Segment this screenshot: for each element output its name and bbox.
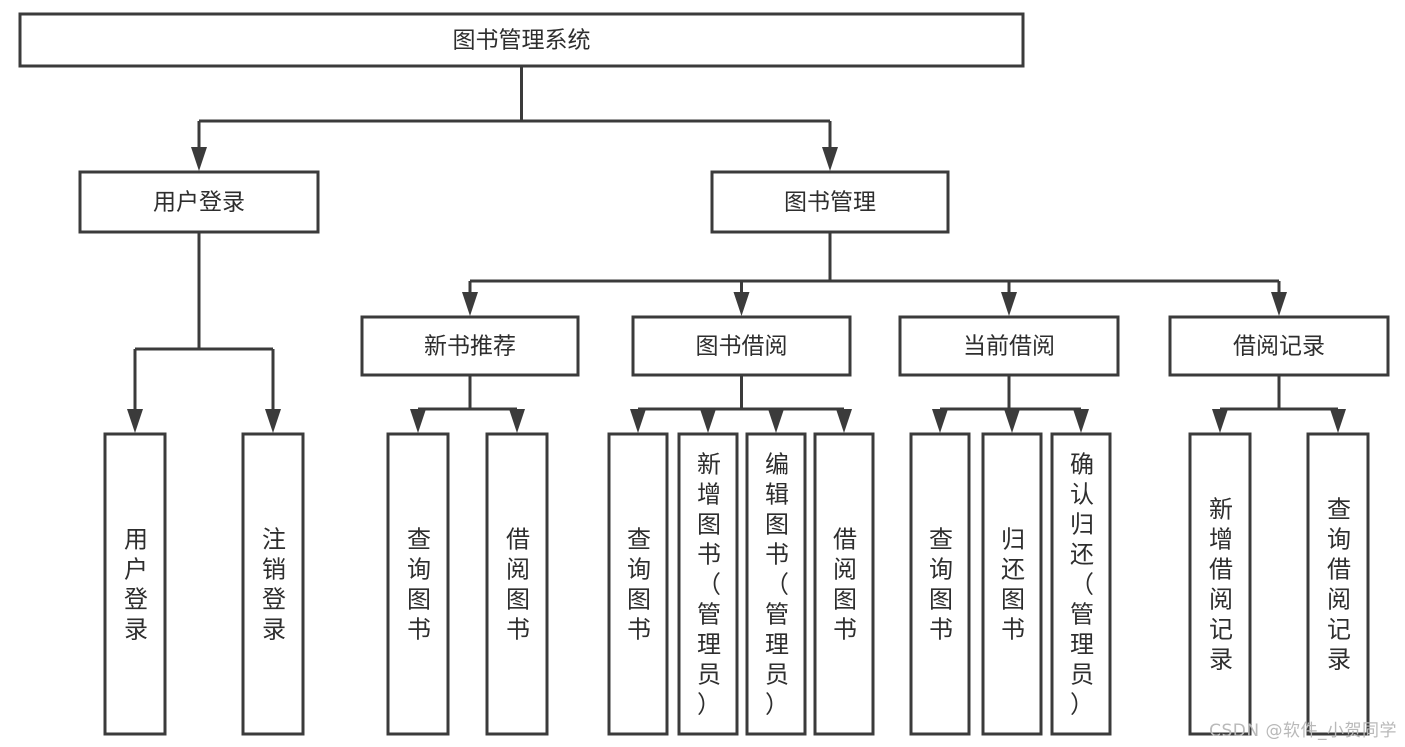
arrow-head-icon <box>127 409 143 433</box>
node-box-record <box>1168 315 1390 377</box>
node-box-leaf6 <box>677 432 739 736</box>
arrow-head-icon <box>509 409 525 433</box>
arrow-head-icon <box>410 409 426 433</box>
arrow-head-icon <box>822 147 838 171</box>
node-leaf11[interactable]: 确认归还（管理员） <box>1050 432 1112 736</box>
node-label-leaf5: 查询图书 <box>627 525 651 643</box>
node-leaf12[interactable]: 新增借阅记录 <box>1188 432 1252 736</box>
node-label-leaf6: 新增图书（管理员） <box>697 450 721 718</box>
arrow-head-icon <box>1001 292 1017 316</box>
diagram-nodes: 图书管理系统用户登录图书管理新书推荐图书借阅当前借阅借阅记录用户登录注销登录查询… <box>18 12 1390 736</box>
arrow-head-icon <box>630 409 646 433</box>
node-label-leaf10: 归还图书 <box>1001 525 1025 643</box>
node-label-leaf2: 注销登录 <box>262 525 286 643</box>
node-label-record: 借阅记录 <box>1233 334 1325 360</box>
node-label-leaf1: 用户登录 <box>124 525 148 643</box>
node-box-borrow <box>631 315 852 377</box>
node-box-bookmgmt <box>710 170 950 234</box>
node-box-leaf12 <box>1188 432 1252 736</box>
arrow-head-icon <box>836 409 852 433</box>
node-label-leaf4: 借阅图书 <box>506 525 530 643</box>
node-leaf9[interactable]: 查询图书 <box>909 432 971 736</box>
node-box-leaf1 <box>103 432 167 736</box>
node-box-leaf4 <box>485 432 549 736</box>
node-leaf10[interactable]: 归还图书 <box>981 432 1043 736</box>
arrow-head-icon <box>265 409 281 433</box>
node-box-leaf8 <box>813 432 875 736</box>
node-leaf13[interactable]: 查询借阅记录 <box>1306 432 1370 736</box>
node-record[interactable]: 借阅记录 <box>1168 315 1390 377</box>
csdn-watermark: CSDN @软件_小贺同学 <box>1209 721 1397 741</box>
arrow-head-icon <box>700 409 716 433</box>
node-leaf5[interactable]: 查询图书 <box>607 432 669 736</box>
node-box-leaf11 <box>1050 432 1112 736</box>
node-label-leaf11: 确认归还（管理员） <box>1070 450 1094 718</box>
node-label-newbook: 新书推荐 <box>424 334 516 360</box>
node-leaf7[interactable]: 编辑图书（管理员） <box>745 432 807 736</box>
node-bookmgmt[interactable]: 图书管理 <box>710 170 950 234</box>
node-leaf6[interactable]: 新增图书（管理员） <box>677 432 739 736</box>
arrow-head-icon <box>191 147 207 171</box>
node-box-login <box>78 170 320 234</box>
arrow-head-icon <box>1271 292 1287 316</box>
node-box-leaf10 <box>981 432 1043 736</box>
node-box-root <box>18 12 1025 68</box>
node-box-leaf9 <box>909 432 971 736</box>
arrow-head-icon <box>733 292 750 316</box>
node-newbook[interactable]: 新书推荐 <box>360 315 580 377</box>
node-label-leaf7: 编辑图书（管理员） <box>765 450 789 718</box>
node-box-leaf2 <box>241 432 305 736</box>
node-box-leaf5 <box>607 432 669 736</box>
node-label-leaf9: 查询图书 <box>929 525 953 643</box>
node-label-current: 当前借阅 <box>963 334 1055 360</box>
node-box-newbook <box>360 315 580 377</box>
arrow-head-icon <box>462 292 478 316</box>
node-leaf1[interactable]: 用户登录 <box>103 432 167 736</box>
node-leaf8[interactable]: 借阅图书 <box>813 432 875 736</box>
node-label-leaf12: 新增借阅记录 <box>1209 495 1233 673</box>
node-label-borrow: 图书借阅 <box>696 334 788 360</box>
arrow-head-icon <box>1004 409 1020 433</box>
node-current[interactable]: 当前借阅 <box>898 315 1120 377</box>
node-label-bookmgmt: 图书管理 <box>784 190 876 216</box>
node-label-root: 图书管理系统 <box>453 28 591 54</box>
node-box-current <box>898 315 1120 377</box>
node-label-leaf13: 查询借阅记录 <box>1327 495 1351 673</box>
node-label-leaf8: 借阅图书 <box>833 525 857 643</box>
arrow-head-icon <box>932 409 948 433</box>
node-label-leaf3: 查询图书 <box>407 525 431 643</box>
arrow-head-icon <box>1073 409 1089 433</box>
arrow-head-icon <box>768 409 784 433</box>
node-leaf2[interactable]: 注销登录 <box>241 432 305 736</box>
node-leaf4[interactable]: 借阅图书 <box>485 432 549 736</box>
node-box-leaf13 <box>1306 432 1370 736</box>
arrow-head-icon <box>1330 409 1346 433</box>
arrow-head-icon <box>1212 409 1228 433</box>
node-box-leaf7 <box>745 432 807 736</box>
node-leaf3[interactable]: 查询图书 <box>386 432 450 736</box>
node-box-leaf3 <box>386 432 450 736</box>
node-login[interactable]: 用户登录 <box>78 170 320 234</box>
node-borrow[interactable]: 图书借阅 <box>631 315 852 377</box>
node-label-login: 用户登录 <box>153 190 245 216</box>
connector-edges <box>127 66 1346 433</box>
node-root[interactable]: 图书管理系统 <box>18 12 1025 68</box>
